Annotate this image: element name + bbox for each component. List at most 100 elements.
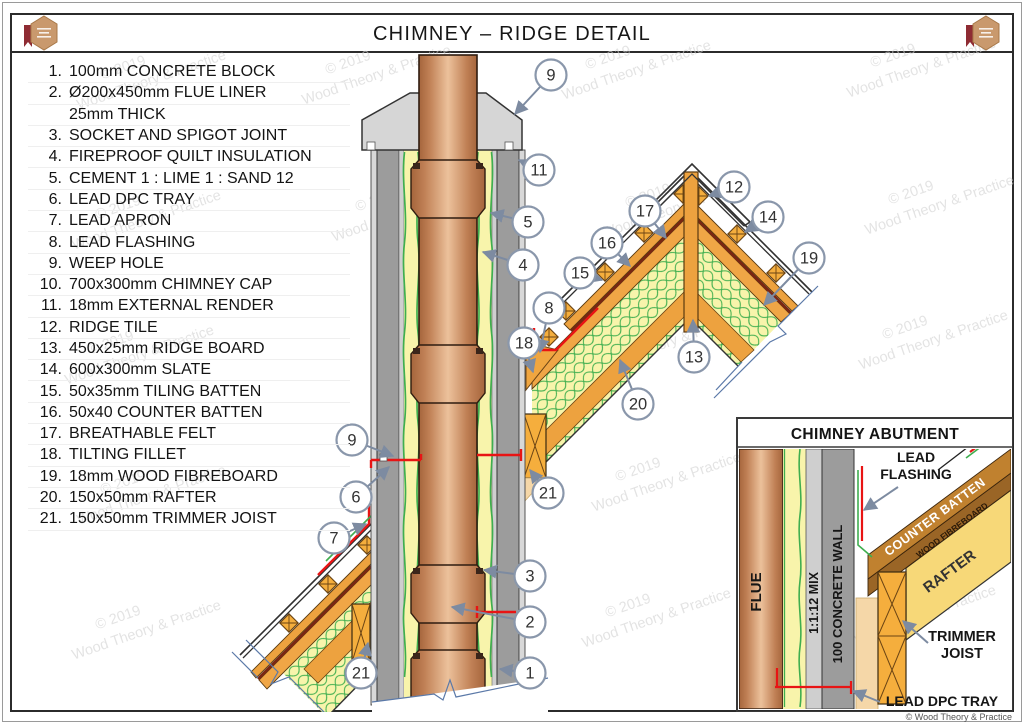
svg-text:1: 1 <box>525 665 534 683</box>
break-lines <box>231 639 325 712</box>
quilt-insulation <box>783 449 806 709</box>
callout: 6 <box>339 480 373 514</box>
callout: 9 <box>534 58 568 92</box>
svg-text:6: 6 <box>351 489 360 507</box>
svg-text:16: 16 <box>598 235 616 253</box>
svg-text:14: 14 <box>759 209 777 227</box>
brand-logo <box>24 15 58 51</box>
inset-label-flue: FLUE <box>748 572 765 611</box>
legend-item: 12.RIDGE TILE <box>28 318 350 339</box>
svg-text:7: 7 <box>329 530 338 548</box>
slate <box>239 523 372 656</box>
ridge-roof <box>523 162 819 504</box>
concrete-wall <box>821 449 855 709</box>
quilt-insulation <box>404 150 419 705</box>
ridge-board <box>683 171 699 333</box>
break-lines <box>713 285 819 399</box>
svg-text:JOIST: JOIST <box>941 646 983 662</box>
svg-text:4: 4 <box>518 257 527 275</box>
logo-ribbon <box>24 25 32 47</box>
svg-text:8: 8 <box>544 300 553 318</box>
svg-text:19: 19 <box>800 250 818 268</box>
legend-item: 11.18mm EXTERNAL RENDER <box>28 296 350 318</box>
callout: 1 <box>513 656 547 690</box>
svg-text:9: 9 <box>546 67 555 85</box>
weep-hole <box>366 141 376 151</box>
concrete-block-wall <box>376 149 400 706</box>
legend-item: 9.WEEP HOLE <box>28 254 350 275</box>
legend-item: 8.LEAD FLASHING <box>28 232 350 254</box>
inset-border <box>736 417 1013 712</box>
inset-title: CHIMNEY ABUTMENT <box>791 426 959 443</box>
counter-batten <box>867 449 1011 580</box>
roof-underside <box>531 323 685 477</box>
svg-text:3: 3 <box>525 568 534 586</box>
copyright-note: © Wood Theory & Practice <box>905 712 1012 722</box>
cement-parge-line <box>798 449 802 708</box>
roof-underside <box>697 325 739 367</box>
weep-hole <box>379 453 388 462</box>
legend-item: 10.700x300mm CHIMNEY CAP <box>28 275 350 297</box>
inset-label-lead-dpc: LEAD DPC TRAY <box>886 693 999 709</box>
legend-item: 16.50x40 COUNTER BATTEN <box>28 403 350 425</box>
svg-text:21: 21 <box>352 665 370 683</box>
chimney-stack <box>361 54 549 712</box>
lead-flashing <box>969 449 976 453</box>
svg-text:FLASHING: FLASHING <box>880 466 952 482</box>
svg-text:20: 20 <box>629 396 647 414</box>
legend-item: 21.150x50mm TRIMMER JOIST <box>28 509 350 531</box>
svg-text:11: 11 <box>530 162 547 180</box>
weep-hole <box>504 141 514 151</box>
callout: 2 <box>513 605 547 639</box>
lead-dpc-tray <box>775 668 853 694</box>
svg-text:15: 15 <box>571 265 589 283</box>
svg-text:12: 12 <box>725 179 743 197</box>
callout: 20 <box>621 387 655 421</box>
legend-item: 3.SOCKET AND SPIGOT JOINT <box>28 126 350 148</box>
callout: 19 <box>792 241 826 275</box>
legend-item: 13.450x25mm RIDGE BOARD <box>28 339 350 361</box>
legend-item: 2.Ø200x450mm FLUE LINER <box>28 83 350 105</box>
brand-logo <box>966 15 1000 51</box>
svg-text:21: 21 <box>539 485 557 503</box>
callout: 18 <box>507 326 541 360</box>
legend-item: 17.BREATHABLE FELT <box>28 424 350 446</box>
svg-text:5: 5 <box>523 214 532 232</box>
legend-item: 20.150x50mm RAFTER <box>28 488 350 510</box>
legend-item: 5.CEMENT 1 : LIME 1 : SAND 12 <box>28 168 350 190</box>
lead-dpc-tray <box>369 449 523 618</box>
inset-label-mix: 1:1:12 MIX <box>807 571 821 633</box>
legend: 1.100mm CONCRETE BLOCK 2.Ø200x450mm FLUE… <box>28 62 350 531</box>
legend-item: 18.TILTING FILLET <box>28 445 350 467</box>
legend-item: 6.LEAD DPC TRAY <box>28 190 350 212</box>
inset-chimney-abutment: LEAD FLASHING FLUE 1:1:12 MIX 100 CONCRE… <box>736 417 1013 712</box>
callout: 12 <box>717 170 751 204</box>
callout: 17 <box>628 194 662 228</box>
callout: 21 <box>531 476 565 510</box>
socket-spigot-joints <box>410 159 486 709</box>
callout: 13 <box>677 340 711 374</box>
callout: 9 <box>335 423 369 457</box>
flashing-arrow <box>862 486 899 511</box>
external-render <box>370 149 378 706</box>
legend-item: 14.600x300mm SLATE <box>28 360 350 382</box>
svg-text:2: 2 <box>525 614 534 632</box>
cement-line <box>857 470 873 558</box>
legend-item: 19.18mm WOOD FIBREBOARD <box>28 467 350 488</box>
logo-ribbon <box>966 25 974 47</box>
callout: 14 <box>751 200 785 234</box>
legend-item: 15.50x35mm TILING BATTEN <box>28 381 350 403</box>
inset-label-trimmer-joist: TRIMMER <box>928 629 996 645</box>
flashing-pointer <box>937 449 967 471</box>
callout-bubbles: 9 11 5 4 12 17 14 16 19 15 8 18 13 20 21… <box>317 58 826 690</box>
lead-apron <box>317 506 371 576</box>
callout: 16 <box>590 226 624 260</box>
break-line <box>371 677 549 703</box>
svg-text:9: 9 <box>347 432 356 450</box>
breathable-felt <box>256 564 373 681</box>
callout: 8 <box>532 291 566 325</box>
callout: 4 <box>506 248 540 282</box>
inset-label-lead-flashing: LEAD <box>897 449 935 465</box>
section-drawing: 9 11 5 4 12 17 14 16 19 15 8 18 13 20 21… <box>231 54 1013 712</box>
dpc-arrow <box>851 689 881 703</box>
